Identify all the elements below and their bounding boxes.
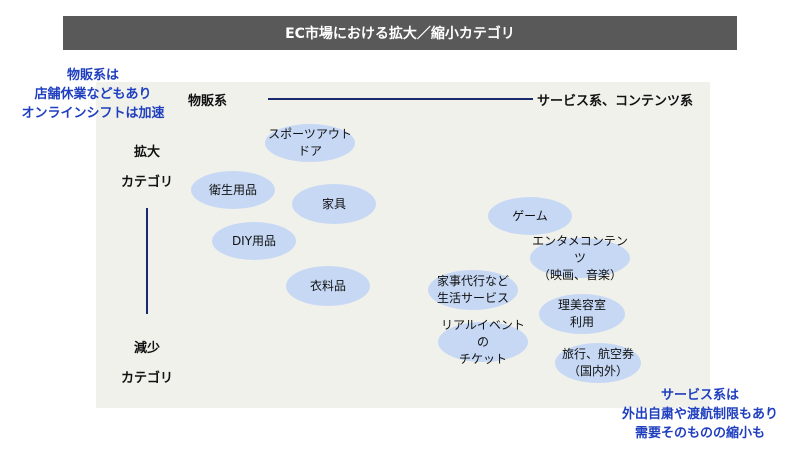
axis-label-expand: 拡大 カテゴリ <box>120 145 173 190</box>
category-sports-outdoor: スポーツアウトドア <box>265 124 355 162</box>
vertical-axis-line <box>146 208 148 314</box>
axis-label-service: サービス系、コンテンツ系 <box>537 94 694 109</box>
note-retail: 物販系は 店舗休業などもあり オンラインシフトは加速 <box>21 68 165 121</box>
axis-label-shrink: 減少 カテゴリ <box>120 341 173 386</box>
category-entertainment: エンタメコンテンツ （映画、音楽） <box>530 234 630 282</box>
axis-label-retail: 物販系 <box>188 94 228 109</box>
note-service: サービス系は 外出自粛や渡航制限もあり 需要そのものの縮小も <box>621 388 778 441</box>
category-travel: 旅行、航空券 （国内外） <box>555 343 641 383</box>
category-hygiene: 衛生用品 <box>191 171 275 209</box>
category-event-tickets: リアルイベントの チケット <box>438 318 528 366</box>
diagram-title: EC市場における拡大／縮小カテゴリ <box>63 16 737 50</box>
category-diy: DIY用品 <box>212 222 296 260</box>
horizontal-axis-line <box>268 98 533 100</box>
category-furniture: 家具 <box>292 184 376 224</box>
category-game: ゲーム <box>488 197 572 235</box>
category-beauty-salon: 理美容室 利用 <box>539 294 625 334</box>
category-clothing: 衣料品 <box>286 266 370 306</box>
category-household-services: 家事代行など 生活サービス <box>428 270 518 310</box>
